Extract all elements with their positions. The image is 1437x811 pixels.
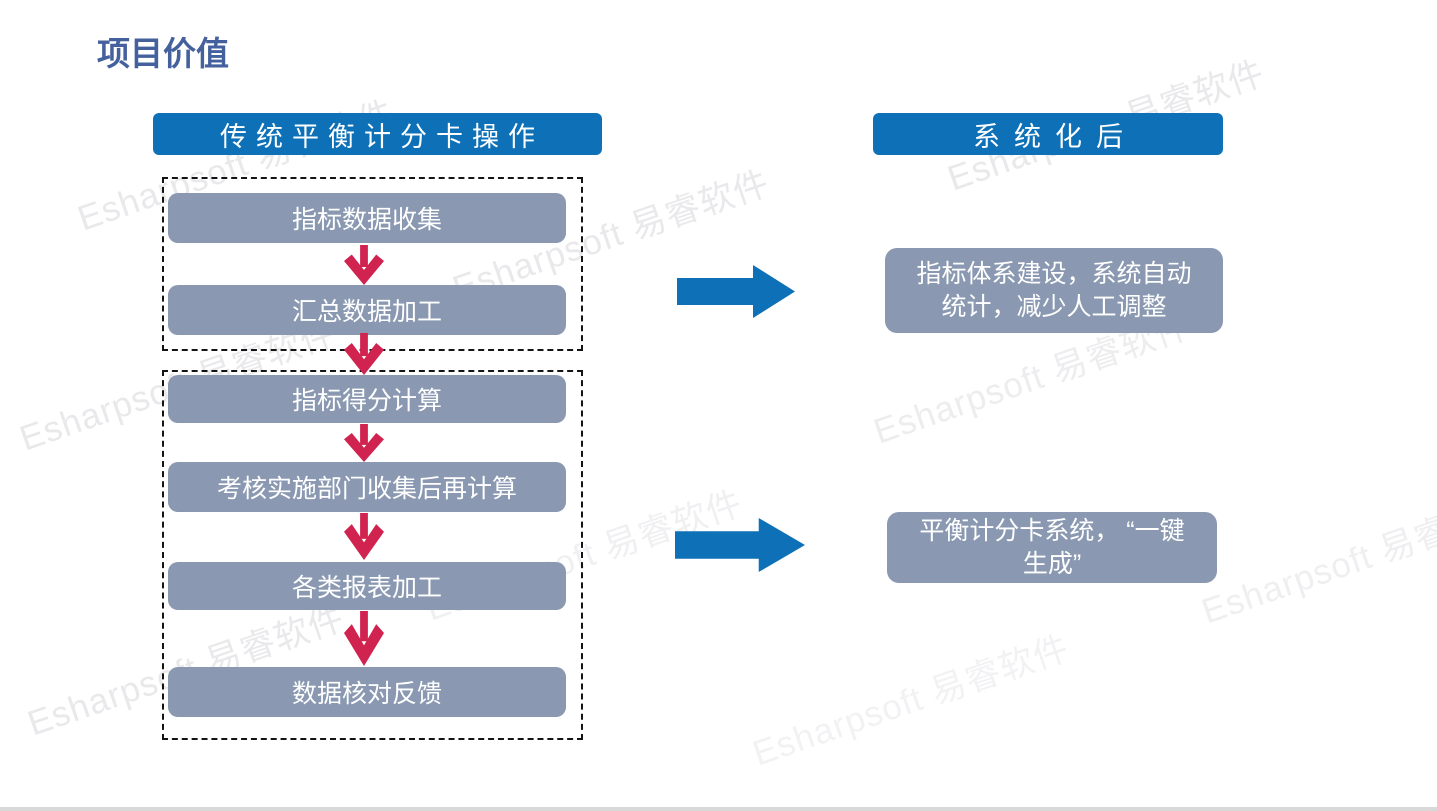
flow-step: 指标数据收集 xyxy=(168,193,566,243)
down-arrow-icon xyxy=(344,424,384,462)
down-arrow-icon xyxy=(344,513,384,560)
result-box: 指标体系建设，系统自动统计，减少人工调整 xyxy=(885,248,1223,333)
right-arrow-icon xyxy=(677,265,795,318)
down-arrow-icon xyxy=(344,245,384,285)
dashed-group-calculation xyxy=(162,370,583,740)
page-title: 项目价值 xyxy=(97,35,229,72)
slide-bottom-edge xyxy=(0,807,1437,811)
flow-step: 指标得分计算 xyxy=(168,375,566,423)
header-after-systemization: 系统化后 xyxy=(873,113,1223,155)
watermark-text: Esharpsoft 易睿软件 xyxy=(1196,486,1437,632)
down-arrow-icon xyxy=(344,611,384,666)
right-arrow-icon xyxy=(675,518,805,572)
result-box: 平衡计分卡系统， “一键生成” xyxy=(887,512,1217,583)
flow-step: 数据核对反馈 xyxy=(168,667,566,717)
flow-step: 各类报表加工 xyxy=(168,562,566,610)
flow-step: 汇总数据加工 xyxy=(168,285,566,335)
flow-step: 考核实施部门收集后再计算 xyxy=(168,462,566,512)
watermark-text: Esharpsoft 易睿软件 xyxy=(747,628,1075,774)
header-traditional-process: 传统平衡计分卡操作 xyxy=(153,113,602,155)
down-arrow-icon xyxy=(344,333,384,375)
